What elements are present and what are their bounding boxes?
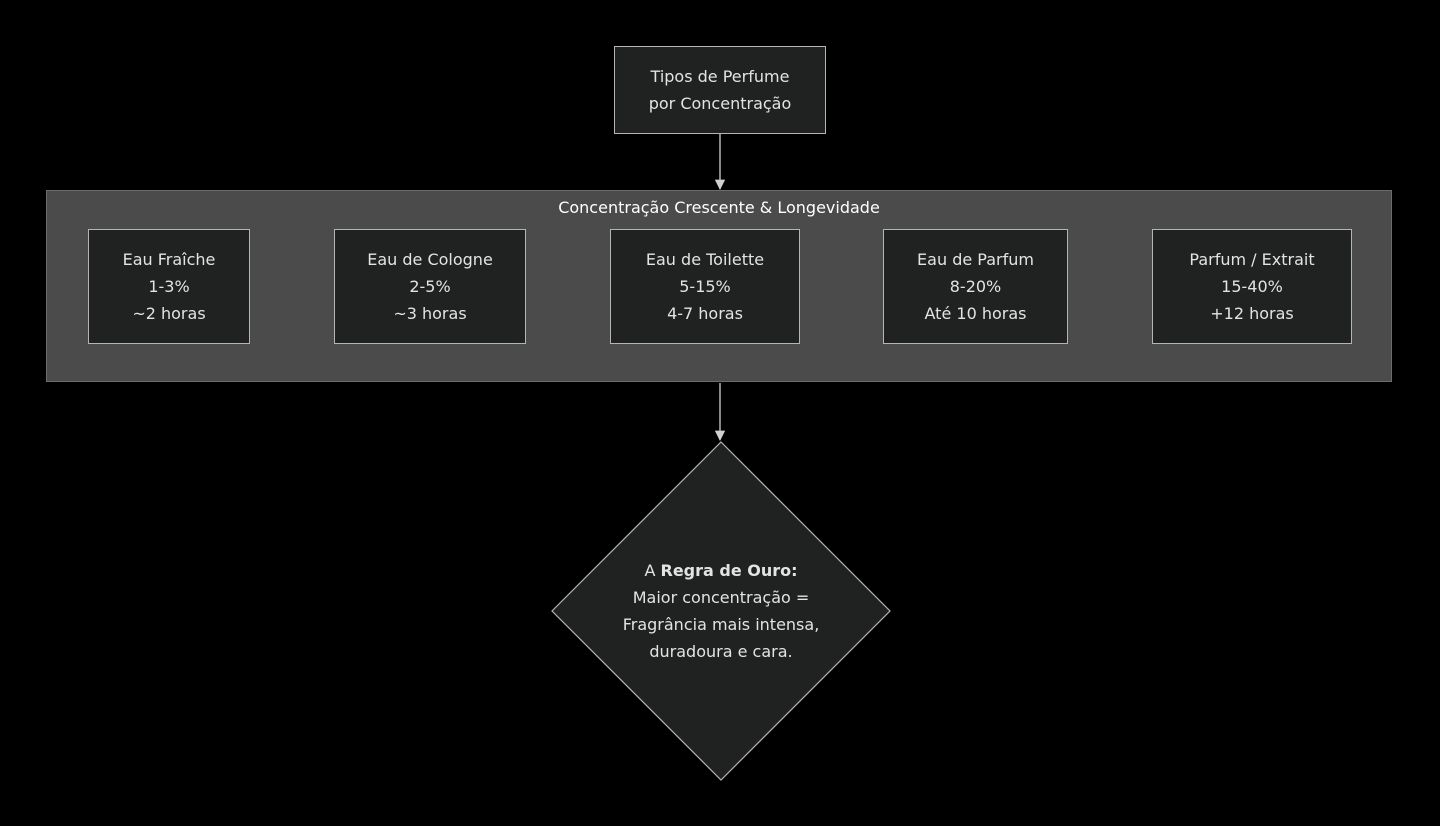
golden-rule-bold: Regra de Ouro: xyxy=(660,561,798,580)
golden-rule-text: A Regra de Ouro: Maior concentração = Fr… xyxy=(551,441,891,781)
node-eau-de-toilette: Eau de Toilette 5-15% 4-7 horas xyxy=(610,229,800,344)
node-eau-de-cologne: Eau de Cologne 2-5% ~3 horas xyxy=(334,229,526,344)
node-name: Parfum / Extrait xyxy=(1189,250,1315,269)
root-node: Tipos de Perfume por Concentração xyxy=(614,46,826,134)
node-duration: 4-7 horas xyxy=(667,304,743,323)
node-concentration: 15-40% xyxy=(1221,277,1283,296)
node-duration: Até 10 horas xyxy=(924,304,1027,323)
node-name: Eau de Parfum xyxy=(917,250,1034,269)
node-name: Eau de Toilette xyxy=(645,250,765,269)
node-eau-de-parfum: Eau de Parfum 8-20% Até 10 horas xyxy=(883,229,1068,344)
node-duration: +12 horas xyxy=(1210,304,1294,323)
node-duration: ~2 horas xyxy=(132,304,206,323)
node-concentration: 2-5% xyxy=(409,277,451,296)
root-label-line2: por Concentração xyxy=(648,94,792,113)
golden-rule-title: A Regra de Ouro: xyxy=(644,557,797,584)
node-name: Eau Fraîche xyxy=(122,250,216,269)
node-concentration: 8-20% xyxy=(949,277,1002,296)
golden-rule-line3: Fragrância mais intensa, xyxy=(622,615,820,634)
node-name: Eau de Cologne xyxy=(367,250,493,269)
golden-rule-line2: Maior concentração = xyxy=(632,588,810,607)
node-concentration: 1-3% xyxy=(148,277,190,296)
root-label-line1: Tipos de Perfume xyxy=(650,67,790,86)
golden-rule-line4: duradoura e cara. xyxy=(649,642,793,661)
node-concentration: 5-15% xyxy=(679,277,731,296)
node-duration: ~3 horas xyxy=(393,304,467,323)
golden-rule-prefix: A xyxy=(644,561,661,580)
cluster-title: Concentração Crescente & Longevidade xyxy=(558,198,880,217)
golden-rule-diamond: A Regra de Ouro: Maior concentração = Fr… xyxy=(551,441,891,781)
diamond-shape xyxy=(551,441,891,781)
node-parfum-extrait: Parfum / Extrait 15-40% +12 horas xyxy=(1152,229,1352,344)
node-eau-fraiche: Eau Fraîche 1-3% ~2 horas xyxy=(88,229,250,344)
